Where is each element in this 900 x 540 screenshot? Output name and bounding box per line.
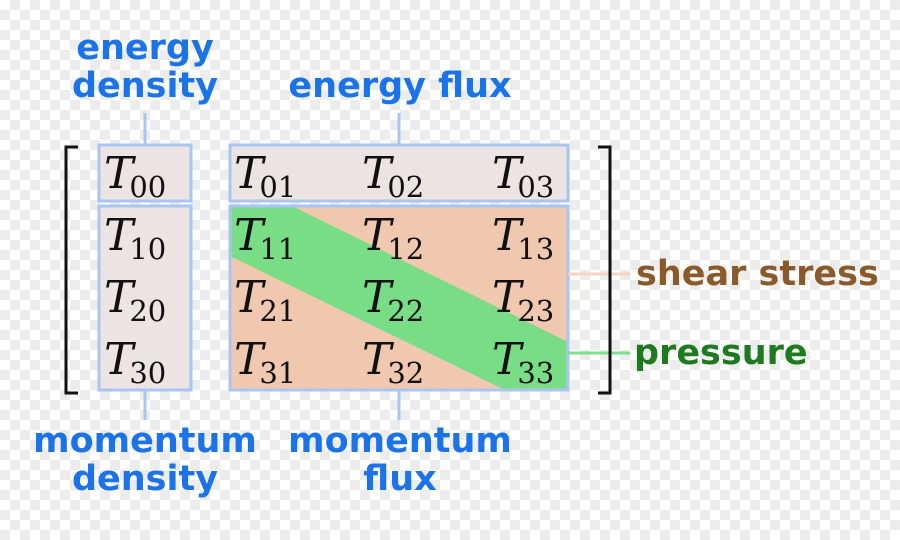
tensor-index: 22 [387,294,425,328]
tensor-index: 02 [387,170,425,204]
tensor-symbol: T [362,210,392,261]
tensor-index: 00 [129,170,167,204]
momentum-flux-label: momentum flux [285,422,515,498]
momentum-density-label: momentum density [30,422,260,498]
momentum-density-line-1: momentum [33,421,257,461]
tensor-symbol: T [492,148,522,199]
momentum-density-line-2: density [71,459,219,499]
energy-density-box [97,143,193,203]
tensor-symbol: T [492,334,522,385]
momentum-flux-line-1: momentum [288,421,512,461]
tensor-symbol: T [234,148,264,199]
tensor-symbol: T [362,272,392,323]
tensor-index: 23 [517,294,555,328]
tensor-component-t00: T00 [104,146,214,204]
tensor-component-t33: T33 [492,332,602,390]
tensor-symbol: T [104,334,134,385]
tensor-index: 01 [259,170,297,204]
momentum-flux-line-2: flux [363,459,437,499]
tensor-symbol: T [362,148,392,199]
energy-density-line-2: density [71,66,219,106]
energy-density-label: energy density [55,29,235,105]
tensor-index: 03 [517,170,555,204]
tensor-symbol: T [104,148,134,199]
tensor-index: 21 [259,294,297,328]
shear-stress-label: shear stress [636,254,879,294]
tensor-component-t03: T03 [492,146,602,204]
tensor-index: 13 [517,232,555,266]
tensor-index: 12 [387,232,425,266]
tensor-component-t20: T20 [104,270,214,328]
tensor-index: 11 [259,232,297,266]
tensor-index: 20 [129,294,167,328]
tensor-symbol: T [492,210,522,261]
energy-flux-box [228,143,570,203]
tensor-component-t32: T32 [362,332,472,390]
tensor-component-t30: T30 [104,332,214,390]
tensor-component-t23: T23 [492,270,602,328]
energy-density-line-1: energy [76,28,214,68]
tensor-component-t13: T13 [492,208,602,266]
tensor-index: 30 [129,356,167,390]
tensor-symbol: T [234,334,264,385]
pressure-diagonal-band [230,206,568,390]
tensor-symbol: T [234,272,264,323]
tensor-component-t01: T01 [234,146,344,204]
tensor-index: 10 [129,232,167,266]
tensor-symbol: T [234,210,264,261]
tensor-component-t22: T22 [362,270,472,328]
pressure-label: pressure [634,333,808,373]
right-bracket [598,145,612,395]
tensor-symbol: T [104,272,134,323]
tensor-component-t02: T02 [362,146,472,204]
tensor-index: 32 [387,356,425,390]
tensor-symbol: T [362,334,392,385]
left-bracket [64,145,78,395]
tensor-symbol: T [492,272,522,323]
tensor-symbol: T [104,210,134,261]
tensor-component-t21: T21 [234,270,344,328]
tensor-component-t11: T11 [234,208,344,266]
tensor-index: 31 [259,356,297,390]
tensor-component-t12: T12 [362,208,472,266]
tensor-component-t10: T10 [104,208,214,266]
tensor-component-t31: T31 [234,332,344,390]
tensor-index: 33 [517,356,555,390]
energy-flux-label: energy flux [288,66,512,106]
